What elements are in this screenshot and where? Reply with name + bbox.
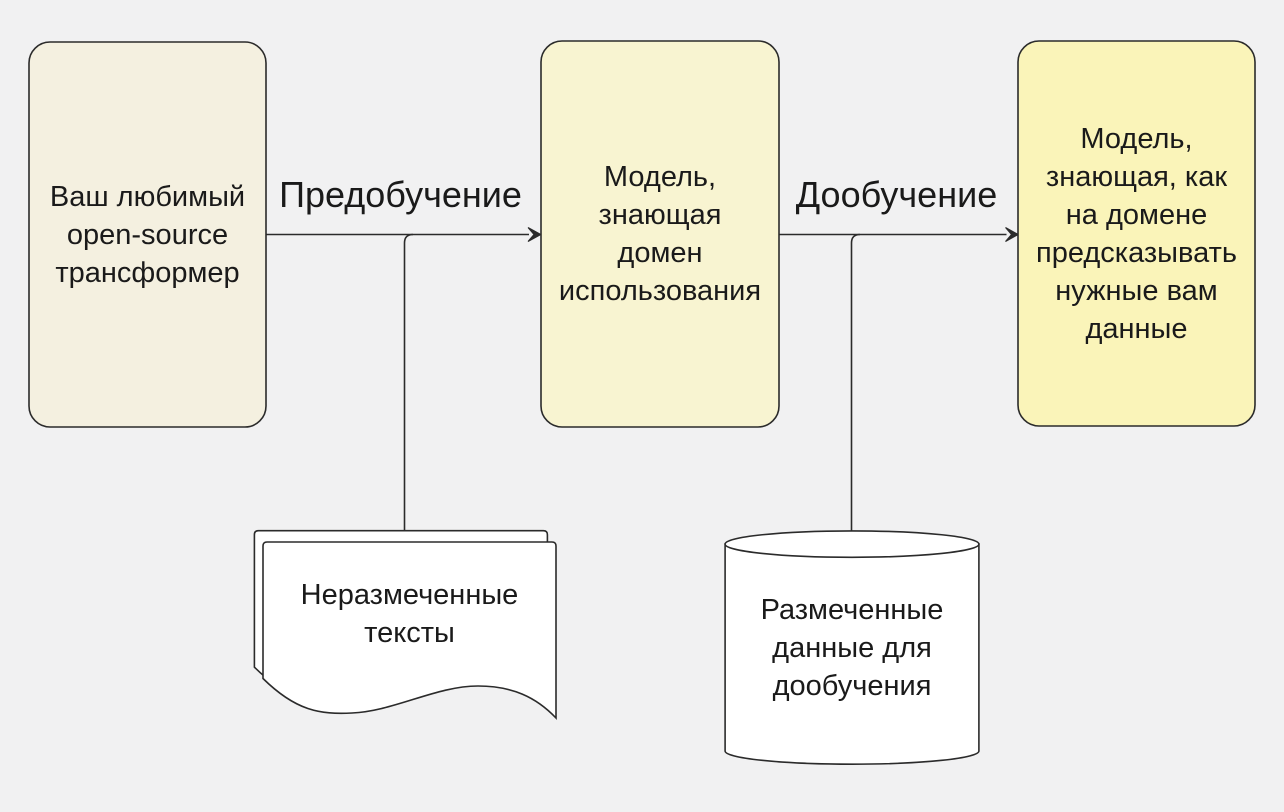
edge-pretraining [266,227,542,532]
domain-model-label: Модель, знающая домен использования [558,161,762,307]
source-model-label: Ваш любимый open-source трансформер [49,180,246,289]
finetuning-edge-label: Дообучение [795,174,998,215]
labeled-data-node [724,530,980,765]
pretraining-arrowhead [527,227,542,242]
final-model-node [1017,40,1256,427]
labeled-data-connector-line [850,233,861,533]
finetuning-arrowhead [1005,227,1019,242]
domain-model-label-box: Модель, знающая домен использования [541,41,779,427]
final-model-label-box: Модель, знающая, как на домене предсказы… [1018,41,1255,426]
cylinder-top [724,530,980,559]
final-model-label: Модель, знающая, как на домене предсказы… [1036,122,1237,345]
pretraining-edge-label: Предобучение [279,174,522,215]
source-model-node [28,41,267,428]
labeled-data-label: Размеченные данные для дообучения [760,593,944,702]
unlabeled-texts-node [253,529,557,720]
cylinder-body [724,543,980,765]
domain-model-node [540,40,780,428]
unlabeled-texts-connector-line [403,233,414,532]
document-front-page [262,541,557,720]
source-model-label-box: Ваш любимый open-source трансформер [29,42,266,427]
edge-finetuning [779,227,1019,533]
unlabeled-texts-label: Неразмеченные тексты [300,579,519,649]
